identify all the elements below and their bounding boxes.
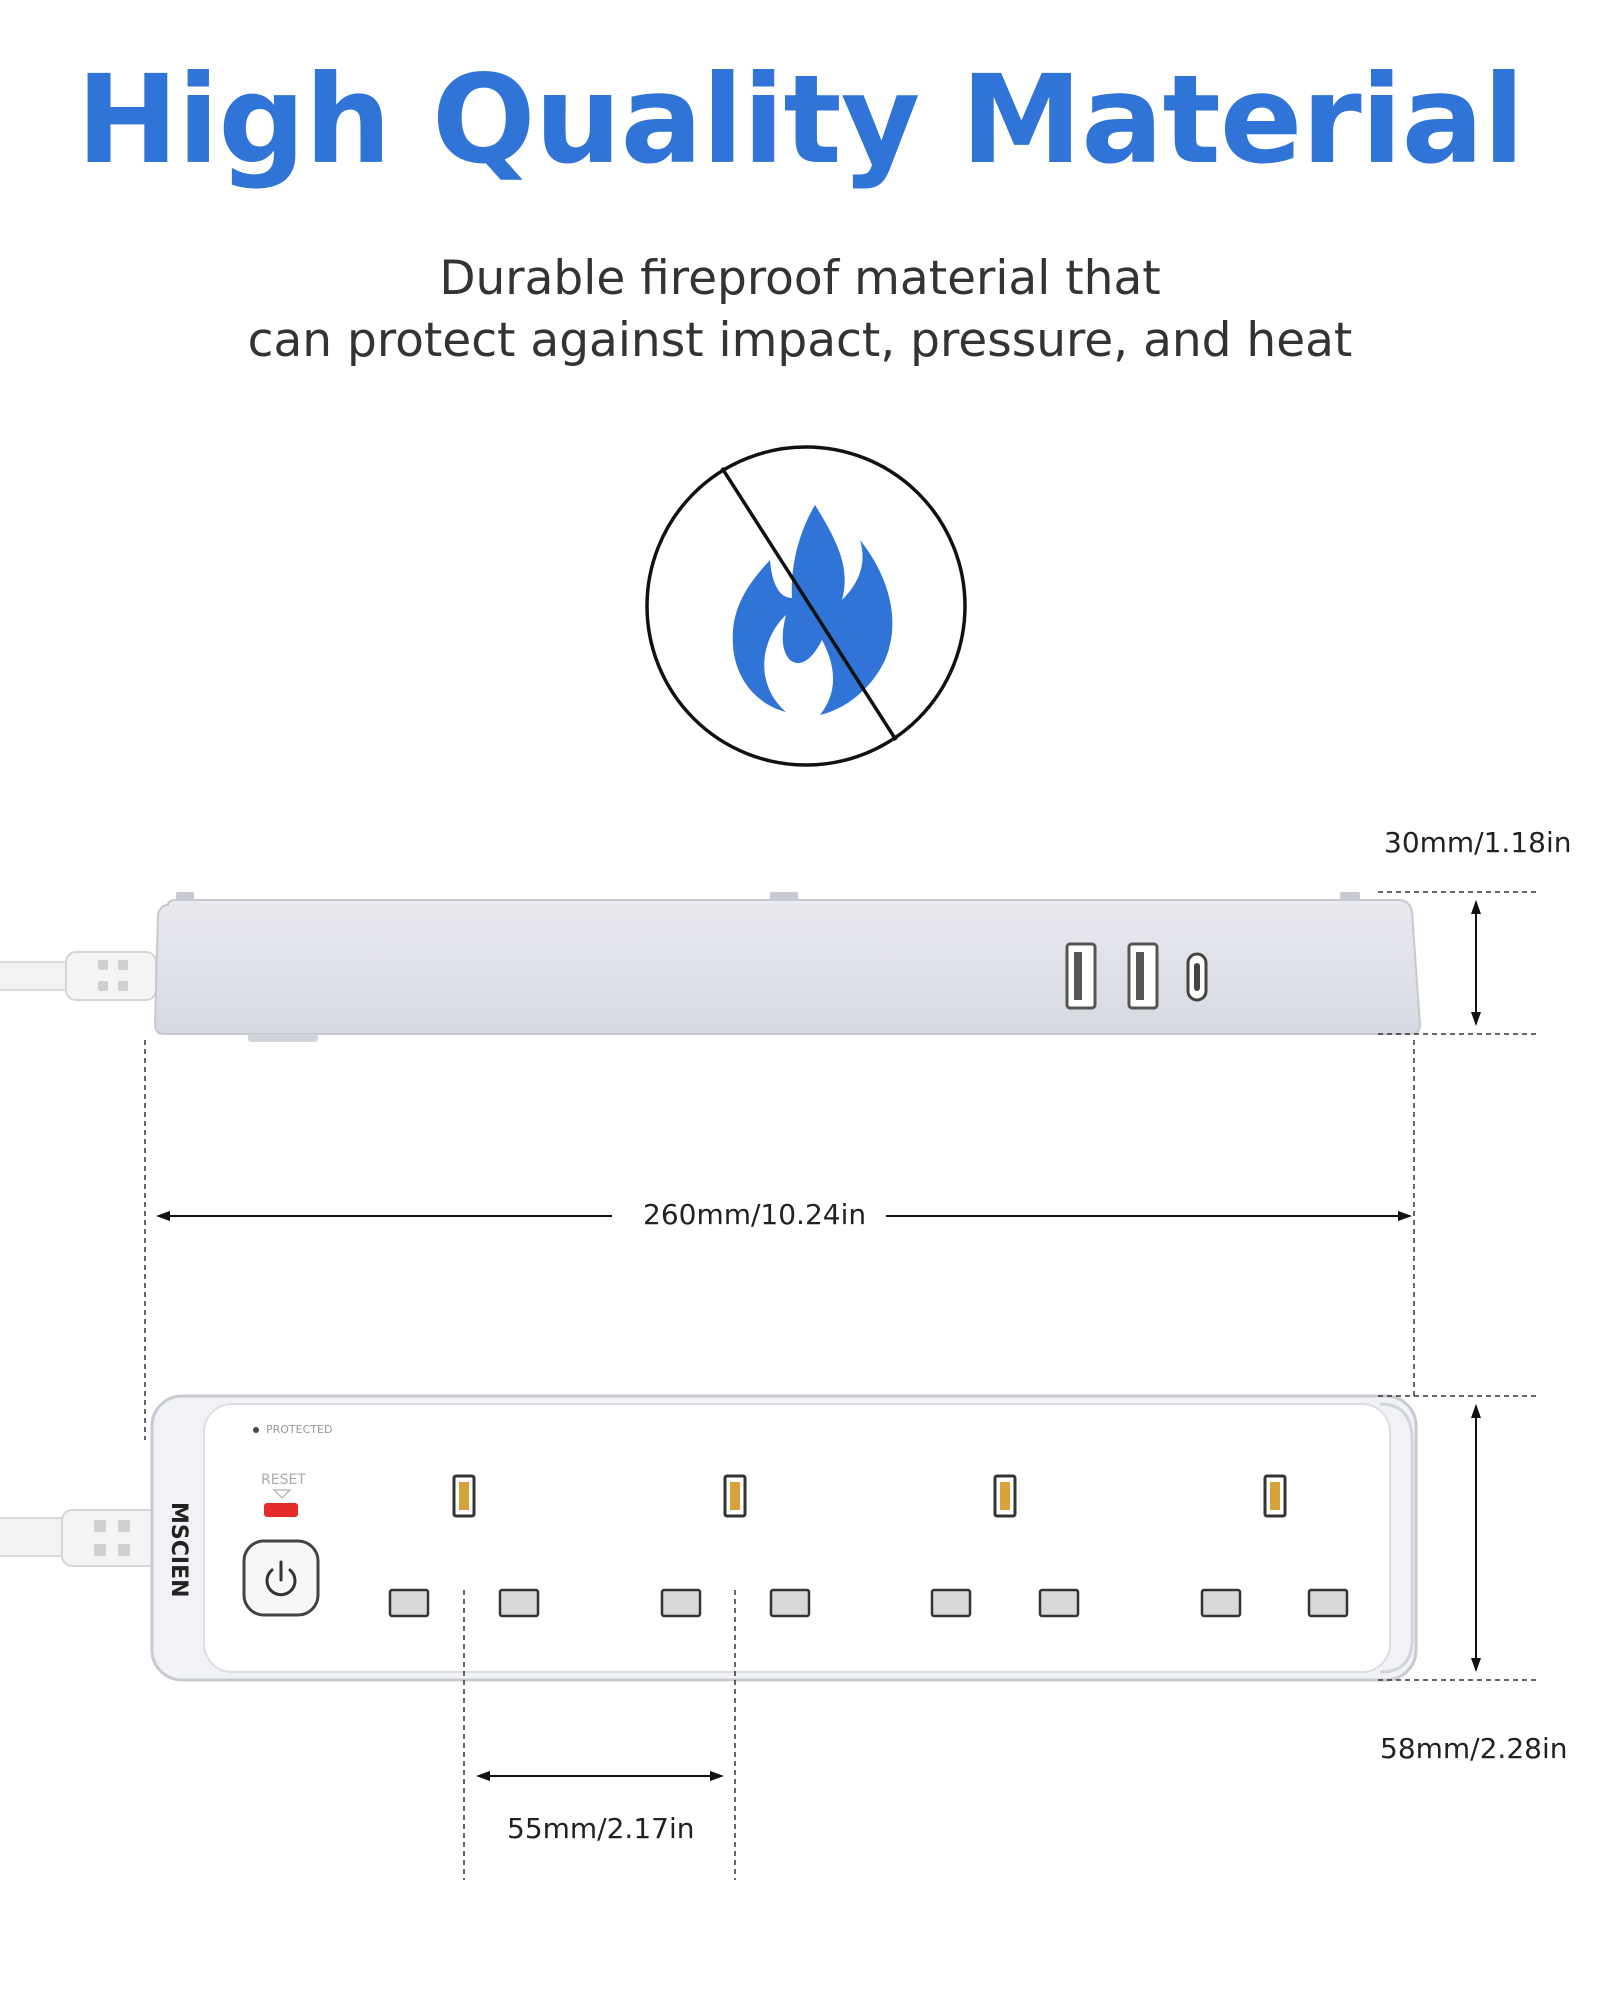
socket-4[interactable] <box>1200 1474 1349 1618</box>
usb-a-port <box>1127 942 1159 1010</box>
width-label: 58mm/2.28in <box>1380 1732 1568 1765</box>
length-label: 260mm/10.24in <box>643 1198 867 1231</box>
protected-label: PROTECTED <box>266 1423 332 1436</box>
reset-label: RESET <box>261 1472 306 1488</box>
height-dimension <box>1378 891 1540 1035</box>
power-icon <box>265 1560 297 1597</box>
socket-spacing-dimension <box>463 1590 736 1880</box>
socket-1[interactable] <box>388 1474 540 1618</box>
power-button[interactable] <box>242 1539 320 1617</box>
length-dimension <box>144 1040 1415 1440</box>
socket-3[interactable] <box>930 1474 1080 1618</box>
subtitle-line-1: Durable fireproof material that <box>439 251 1161 306</box>
socket-spacing-label: 55mm/2.17in <box>507 1812 695 1845</box>
brand-logo: MSCIEN <box>166 1502 191 1598</box>
socket-2[interactable] <box>660 1474 811 1618</box>
usb-c-port <box>1186 952 1208 1002</box>
no-fire-icon <box>645 445 967 767</box>
usb-a-port <box>1065 942 1097 1010</box>
page-subtitle: Durable fireproof material that can prot… <box>0 248 1600 372</box>
height-label: 30mm/1.18in <box>1384 826 1572 859</box>
page-title: High Quality Material <box>76 49 1524 191</box>
top-view <box>0 1394 1418 1682</box>
width-dimension <box>1378 1395 1540 1681</box>
side-view <box>0 892 1422 1042</box>
subtitle-line-2: can protect against impact, pressure, an… <box>247 313 1353 368</box>
